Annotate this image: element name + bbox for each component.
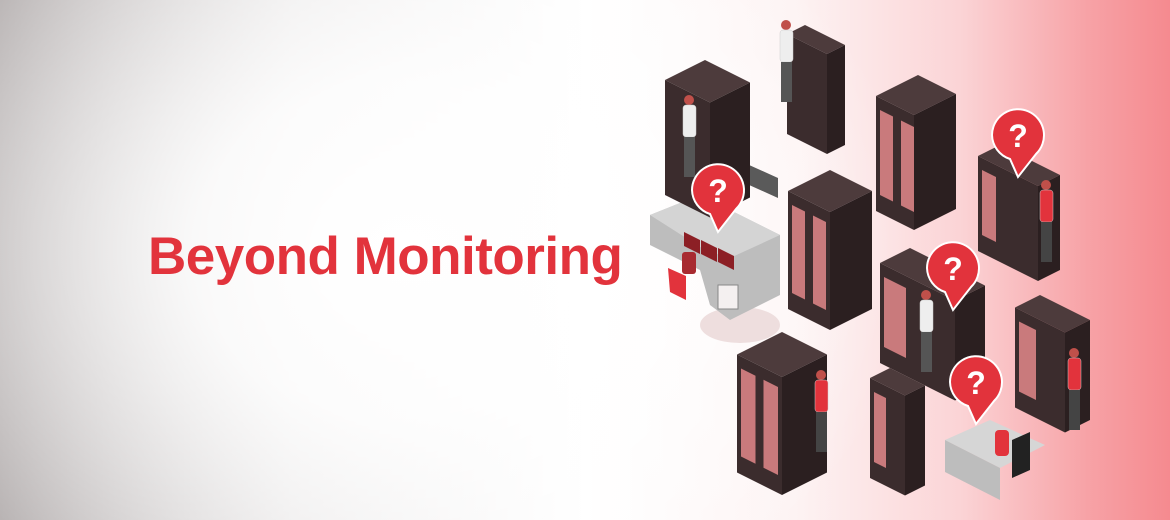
rack-panel: [763, 379, 778, 475]
technician-figure: [682, 95, 697, 177]
technician-figure: [814, 370, 829, 452]
rack-panel: [874, 392, 886, 468]
question-mark: ?: [1008, 118, 1028, 154]
technician-figure: [919, 290, 934, 372]
technician-figure: [1067, 348, 1082, 430]
rack-panel: [741, 368, 756, 464]
server-rack: [787, 25, 845, 154]
banner-title: Beyond Monitoring: [148, 227, 623, 286]
question-mark: ?: [708, 173, 728, 209]
rack-panel: [1019, 321, 1036, 400]
question-bubble-icon: ?: [925, 241, 980, 312]
server-rack-double: [788, 170, 872, 330]
server-rack-double: [876, 75, 956, 230]
server-rack: [870, 368, 925, 496]
server-rack-double: [737, 332, 827, 495]
technician-figure: [779, 20, 794, 102]
rack-panel: [901, 120, 914, 212]
rack-panel: [982, 170, 996, 242]
rack-panel: [792, 205, 805, 300]
rack-panel: [813, 215, 826, 310]
rack-panel: [884, 277, 906, 358]
rack-panel: [880, 110, 893, 202]
question-bubble-icon: ?: [690, 163, 745, 234]
question-bubble-icon: ?: [948, 355, 1003, 426]
technician-figure: [1039, 180, 1054, 262]
question-bubble-icon: ?: [990, 108, 1045, 179]
technician-desk: [945, 420, 1045, 500]
question-mark: ?: [943, 251, 963, 287]
operator-figure: [682, 252, 696, 274]
question-mark: ?: [966, 365, 986, 401]
